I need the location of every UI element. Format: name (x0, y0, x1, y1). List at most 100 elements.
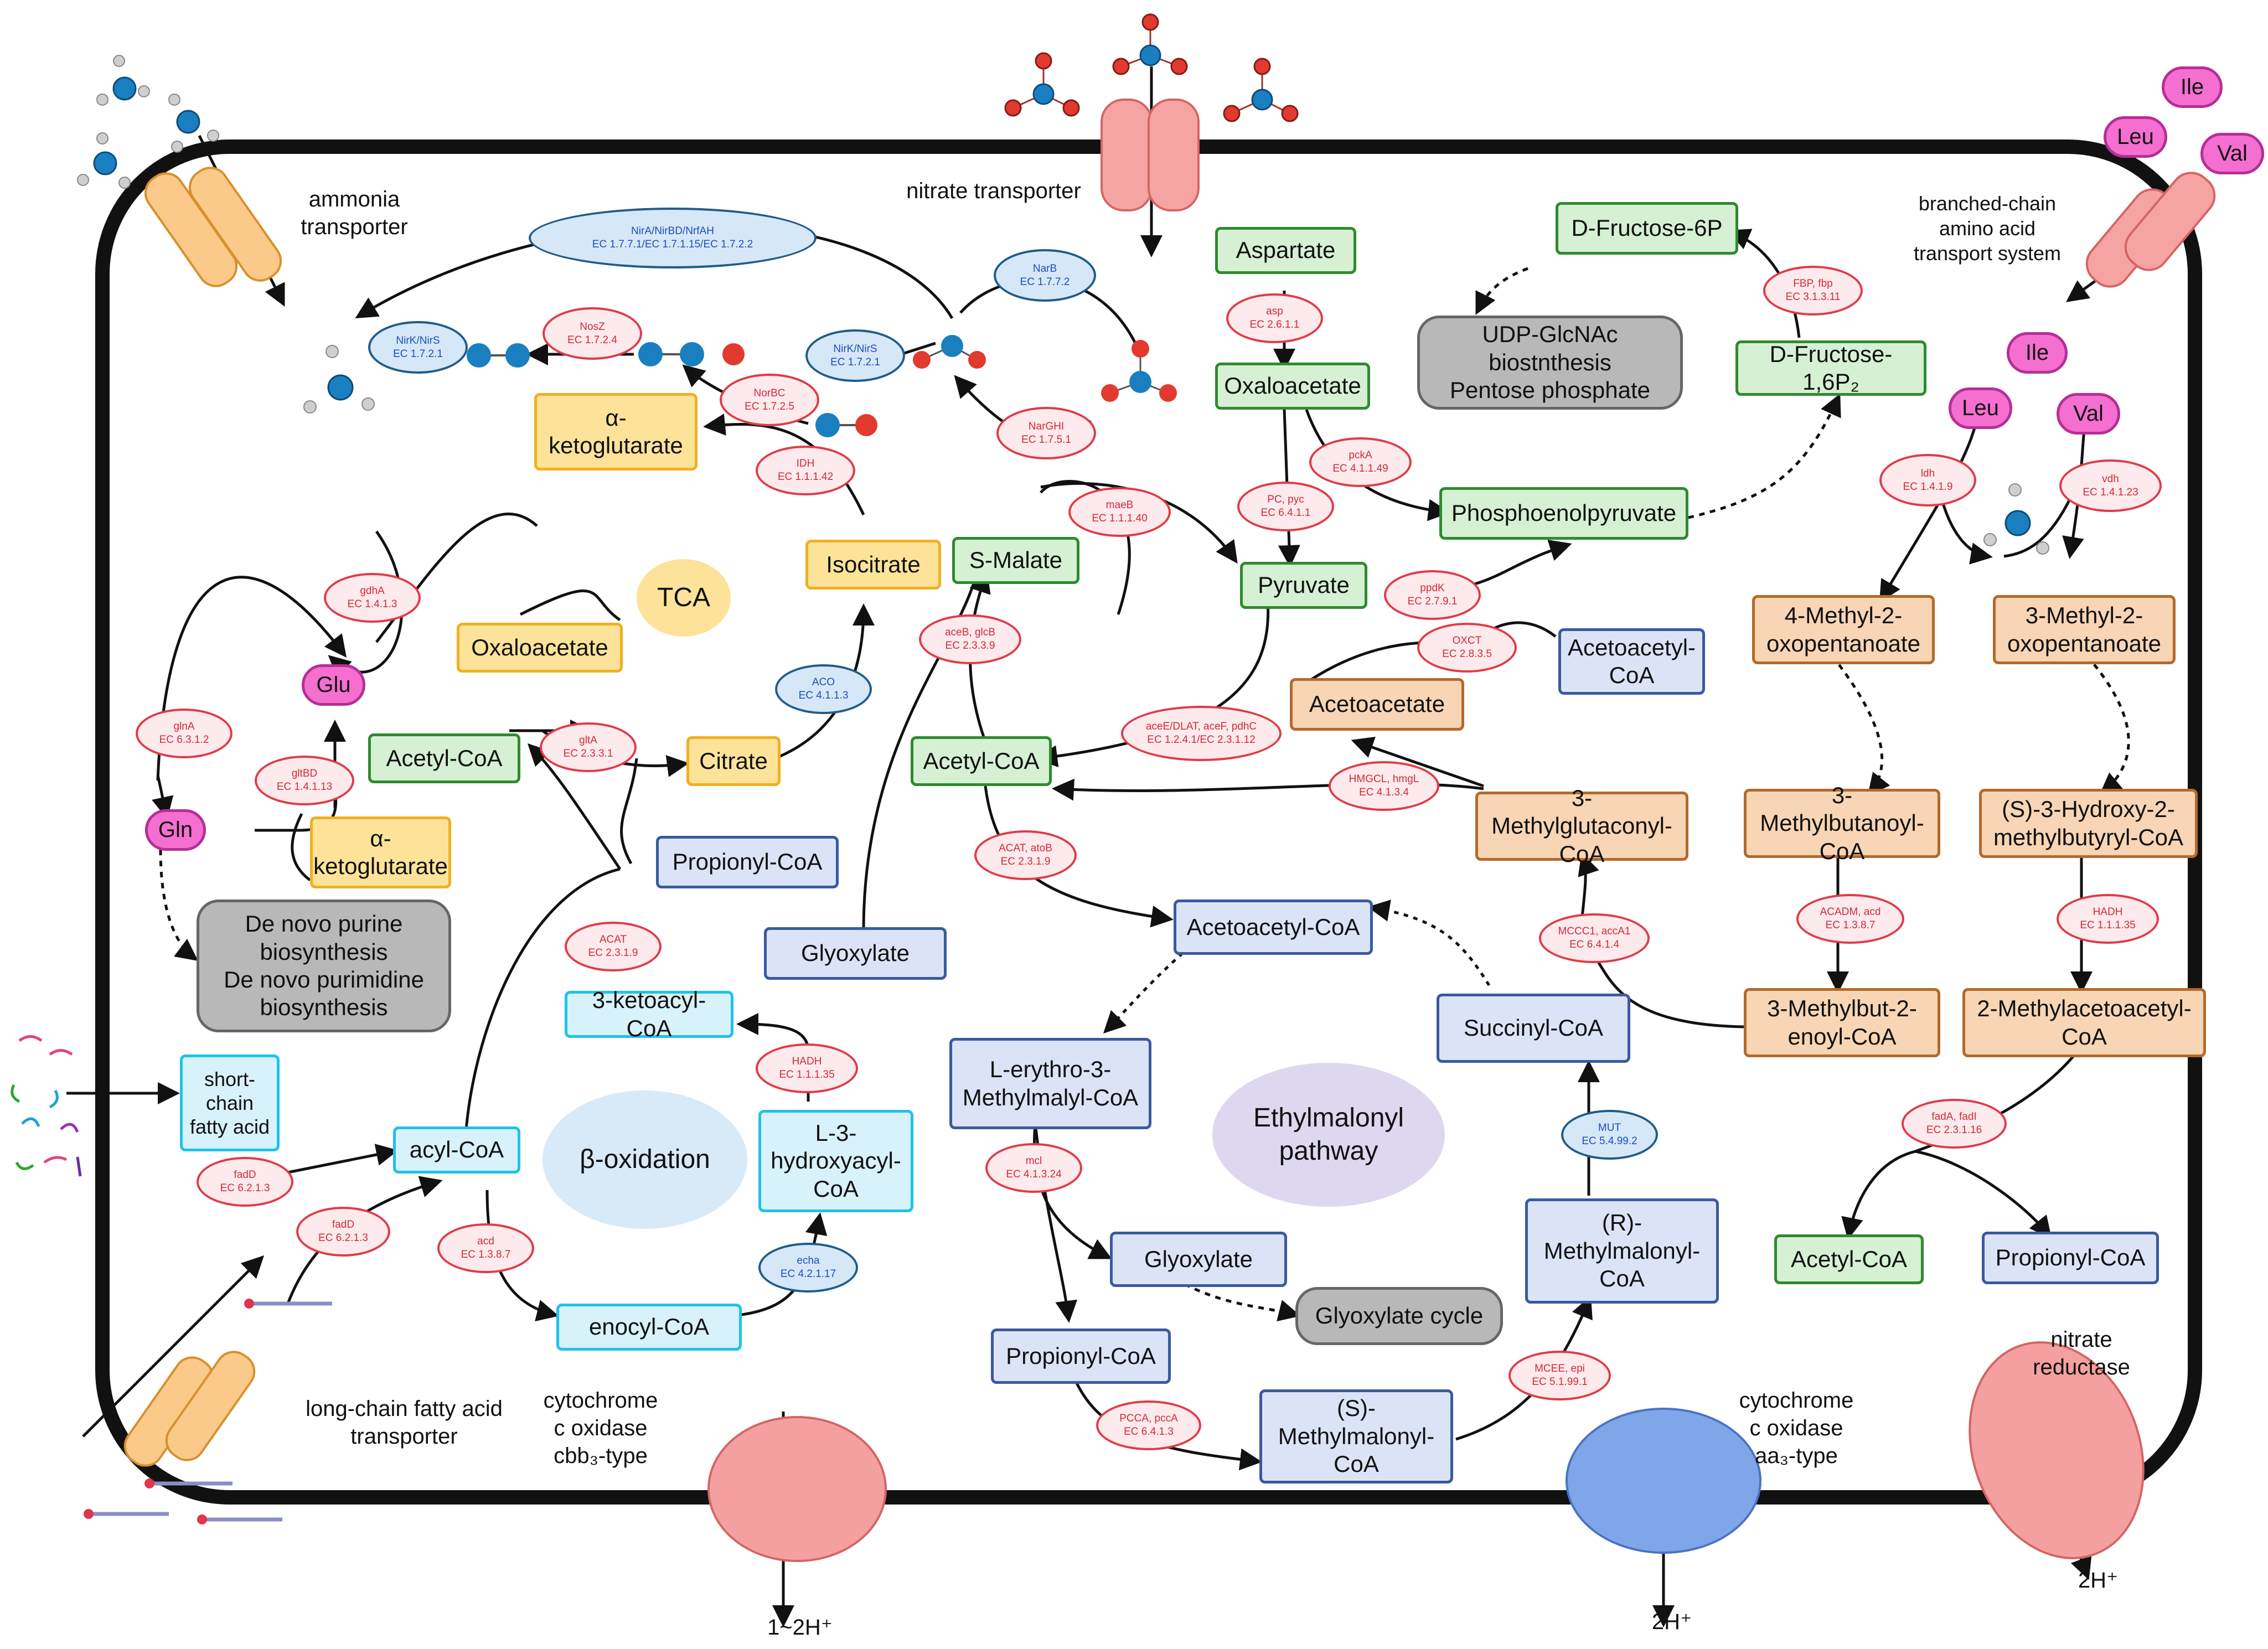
enzyme-name: echa (797, 1255, 820, 1267)
long-chain-transporter-icon (123, 1351, 256, 1467)
acetoacetyl-coa-right-box: Acetoacetyl- CoA (1558, 628, 1705, 695)
s-malate-box: S-Malate (952, 537, 1079, 584)
val-inside: Val (2057, 393, 2120, 435)
l-erythro-3-methylmalyl-coa-box: L-erythro-3- Methylmalyl-CoA (949, 1038, 1151, 1129)
nitrate-transporter-icon (1101, 99, 1200, 211)
ethylmalonyl-bubble: Ethylmalonyl pathway (1212, 1063, 1445, 1207)
r-methylmalonyl-coa-box: (R)- Methylmalonyl- CoA (1525, 1198, 1719, 1304)
enzyme-name: fadD (332, 1219, 355, 1231)
enzyme-name: PC, pyc (1267, 494, 1304, 506)
nitrate-transporter-label: nitrate transporter (906, 179, 1081, 203)
enzyme-name: NirK/NirS (396, 334, 440, 347)
enzyme-name: NirA/NirBD/NrfAH (631, 225, 714, 237)
enzyme-ec: EC 1.7.2.5 (745, 400, 794, 412)
succinyl-coa-box: Succinyl-CoA (1437, 994, 1630, 1063)
enzyme-name: asp (1266, 306, 1283, 318)
enzyme-ec: EC 1.1.1.35 (779, 1069, 835, 1081)
aspartate-box: Aspartate (1215, 227, 1356, 274)
oxaloacetate-2-box: Oxaloacetate (1215, 363, 1370, 410)
enzyme-ec: EC 2.8.3.5 (1442, 648, 1492, 660)
enzyme-ec: EC 1.4.1.23 (2083, 486, 2138, 498)
cytochrome-aa3-label: cytochrome c oxidase aa₃-type (1739, 1388, 1854, 1468)
d-fructose-16p2-box: D-Fructose-1,6P₂ (1735, 340, 1926, 396)
3-methyl-2-oxopentanoate-box: 3-Methyl-2- oxopentanoate (1993, 595, 2176, 664)
enzyme-ec: EC 2.6.1.1 (1249, 319, 1300, 330)
enzyme-ec: EC 6.4.1.3 (1124, 1426, 1174, 1438)
enzyme-name: OXCT (1452, 635, 1482, 647)
pyruvate-box: Pyruvate (1240, 562, 1367, 609)
ammonia-transporter-icon (144, 167, 282, 287)
long-chain-fatty-acid-icon (89, 1301, 332, 1522)
enzyme-name: NarGHI (1028, 420, 1065, 432)
alpha-ketoglutarate-2-box: α- ketoglutarate (310, 816, 451, 888)
enzyme-ec: EC 1.7.2.4 (567, 334, 617, 346)
enzyme-ec: EC 4.1.3.24 (1006, 1169, 1062, 1180)
enzyme-ec: EC 1.7.7.2 (1020, 276, 1070, 288)
enzyme-ec: EC 1.4.1.13 (276, 781, 333, 793)
enzyme-name: NarB (1032, 262, 1057, 275)
enzyme-name: fadA, fadI (1931, 1111, 1977, 1123)
enzyme-ec: EC 2.3.1.9 (1000, 856, 1051, 867)
nitrogen-species-icon (467, 335, 1177, 437)
enzyme-ec: EC 1.4.1.9 (1903, 480, 1953, 493)
methylglutaconyl-coa-box: 3-Methylglutaconyl- CoA (1475, 785, 1688, 867)
enzyme-ec: EC 1.1.1.40 (1092, 513, 1148, 524)
enocyl-coa-box: enocyl-CoA (556, 1304, 742, 1351)
enzyme-name: acd (477, 1236, 494, 1248)
enzyme-ec: EC 5.4.99.2 (1582, 1135, 1637, 1147)
proton-aa3: 2H⁺ (1651, 1610, 1692, 1634)
enzyme-ec: EC 1.3.8.7 (1825, 919, 1876, 931)
enzyme-ec: EC 2.3.1.16 (1926, 1124, 1982, 1136)
enzyme-name: fadD (234, 1169, 256, 1181)
nitrate-molecule-icon (1004, 13, 1299, 122)
enzyme-name: vdh (2102, 473, 2119, 485)
isocitrate-box: Isocitrate (805, 540, 941, 590)
enzyme-ec: EC 2.7.9.1 (1407, 596, 1458, 607)
enzyme-ec: EC 1.7.5.1 (1021, 433, 1071, 446)
enzyme-ec: EC 1.3.8.7 (461, 1249, 511, 1260)
enzyme-name: HADH (2093, 906, 2123, 918)
tca-bubble: TCA (637, 559, 731, 637)
enzyme-ec: EC 4.1.1.3 (798, 690, 849, 701)
enzyme-ec: EC 6.2.1.3 (318, 1232, 368, 1244)
acetoacetate-box: Acetoacetate (1290, 678, 1464, 731)
enzyme-name: FBP, fbp (1793, 278, 1833, 290)
enzyme-name: gltBD (291, 768, 318, 780)
udp-glcnac-box: UDP-GlcNAc biostnthesis Pentose phosphat… (1417, 316, 1683, 410)
nitrate-reductase-label: nitrate reductase (2033, 1327, 2130, 1379)
enzyme-name: HMGCL, hmgL (1349, 773, 1419, 785)
enzyme-ec: EC 6.2.1.3 (220, 1182, 270, 1194)
enzyme-ec: EC 1.2.4.1/EC 2.3.1.12 (1147, 734, 1256, 746)
enzyme-name: glnA (173, 721, 195, 733)
l-3-hydroxyacyl-coa-box: L-3- hydroxyacyl- CoA (758, 1110, 913, 1212)
3-ketoacyl-coa-box: 3-ketoacyl-CoA (565, 987, 733, 1041)
acetyl-coa-right-box: Acetyl-CoA (1774, 1234, 1924, 1284)
fatty-acid-icon (11, 1035, 82, 1177)
enzyme-name: aceE/DLAT, aceF, pdhC (1145, 721, 1257, 733)
enzyme-ec: EC 3.1.3.11 (1785, 291, 1841, 303)
